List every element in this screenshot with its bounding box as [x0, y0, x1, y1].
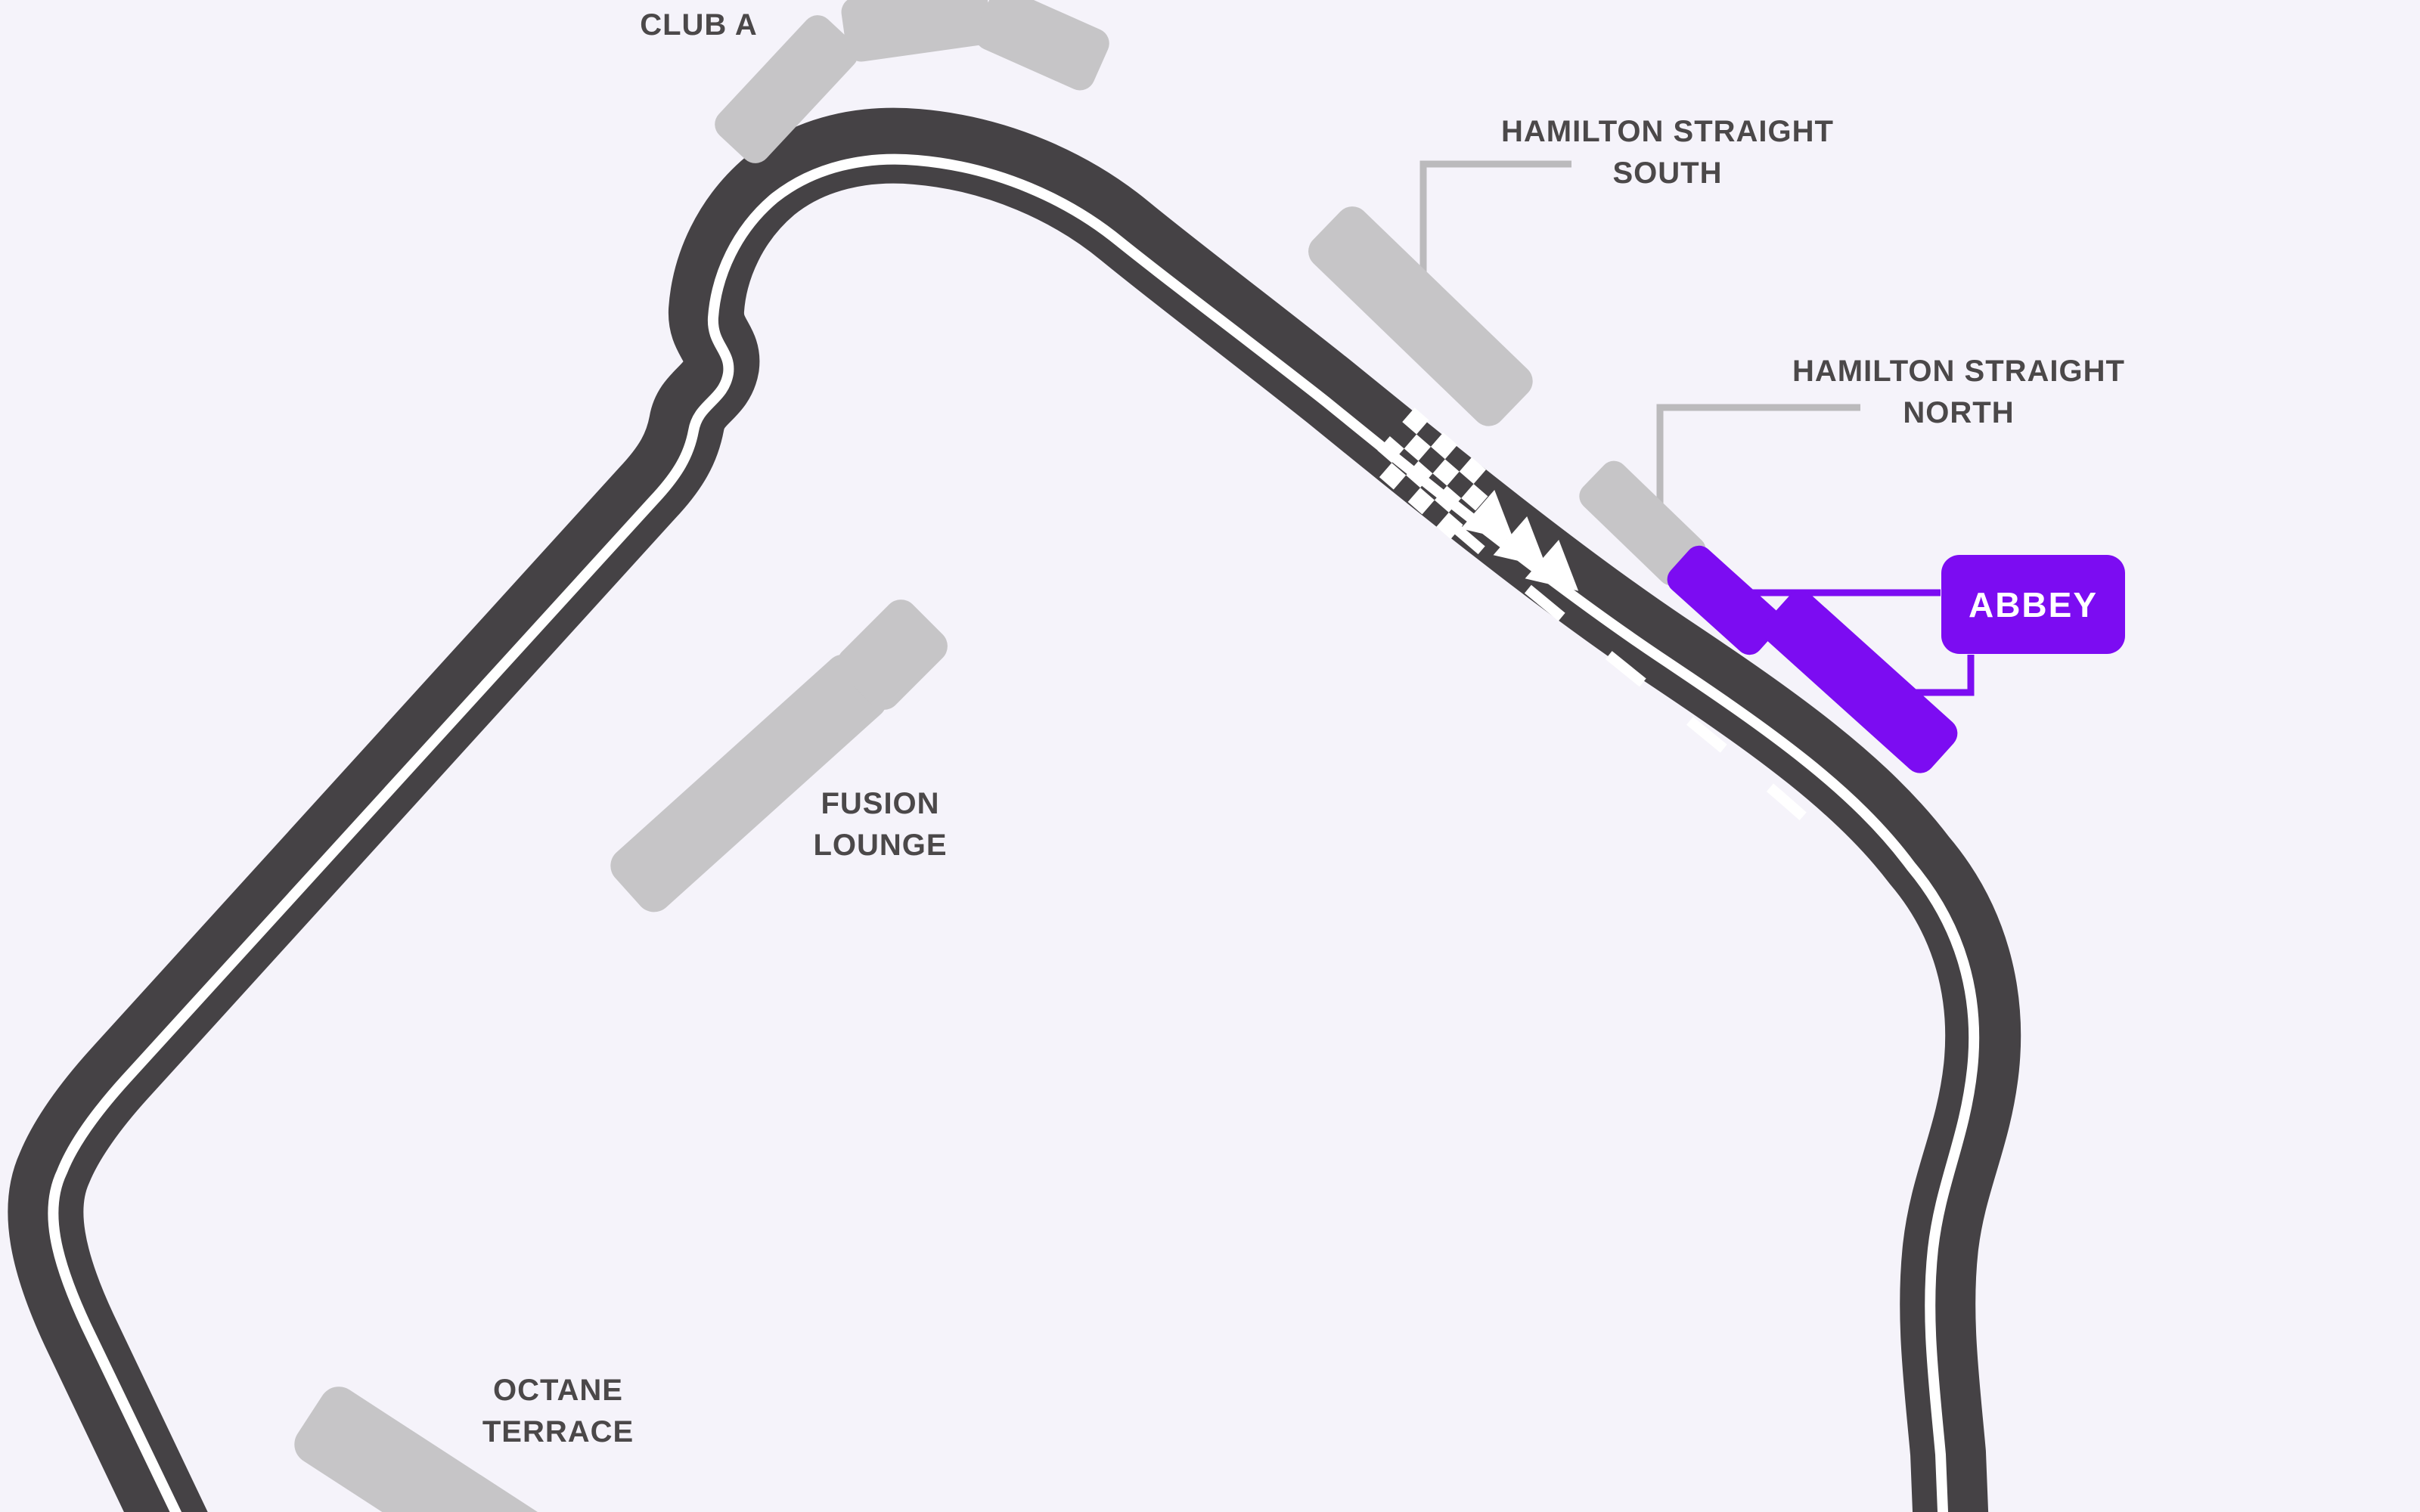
label-fusion-lounge-line1: FUSION: [821, 787, 940, 820]
label-hamilton-straight-north-line2: NORTH: [1903, 396, 2015, 429]
start-finish-checker-icon: [1377, 407, 1488, 540]
label-club-a: CLUB A: [640, 5, 758, 46]
grandstand-fusion-lounge[interactable]: [603, 647, 894, 920]
label-octane-terrace-line2: TERRACE: [482, 1415, 634, 1448]
label-hamilton-straight-south-line1: HAMILTON STRAIGHT: [1501, 115, 1834, 148]
grandstand-octane-terrace[interactable]: [287, 1379, 567, 1512]
grandstand-hamilton-north[interactable]: [1574, 455, 1711, 591]
hamilton-north-leader-line: [1656, 404, 1860, 510]
grandstand-club-a-2[interactable]: [839, 0, 994, 64]
pit-lane-divider-line: [1444, 517, 1811, 825]
hamilton-south-leader-line: [1419, 160, 1571, 296]
label-hamilton-straight-north-line1: HAMILTON STRAIGHT: [1792, 355, 2125, 388]
label-octane-terrace: OCTANE TERRACE: [482, 1370, 634, 1453]
abbey-zone-button[interactable]: ABBEY: [1941, 555, 2125, 654]
abbey-leader-line-2: [1907, 655, 1975, 696]
track-racing-line: [48, 153, 1980, 1512]
label-fusion-lounge-line2: LOUNGE: [813, 829, 948, 862]
label-hamilton-straight-south-line2: SOUTH: [1612, 156, 1723, 190]
grandstand-club-a-3[interactable]: [970, 0, 1114, 95]
track: [8, 107, 2021, 1512]
label-club-a-line1: CLUB A: [640, 8, 758, 42]
label-fusion-lounge: FUSION LOUNGE: [813, 783, 947, 866]
direction-arrow-icon: [1460, 489, 1579, 591]
grandstand-abbey-1[interactable]: [1661, 540, 1787, 660]
label-hamilton-straight-south: HAMILTON STRAIGHT SOUTH: [1501, 111, 1834, 194]
grandstand-club-a-1[interactable]: [709, 9, 864, 169]
label-octane-terrace-line1: OCTANE: [493, 1374, 623, 1407]
grandstand-hamilton-south[interactable]: [1302, 200, 1540, 433]
abbey-zone-button-label: ABBEY: [1968, 584, 2099, 624]
label-hamilton-straight-north: HAMILTON STRAIGHT NORTH: [1792, 351, 2125, 434]
grandstand-abbey-2[interactable]: [1757, 584, 1963, 779]
grandstand-fusion-lounge-corner[interactable]: [830, 593, 954, 717]
